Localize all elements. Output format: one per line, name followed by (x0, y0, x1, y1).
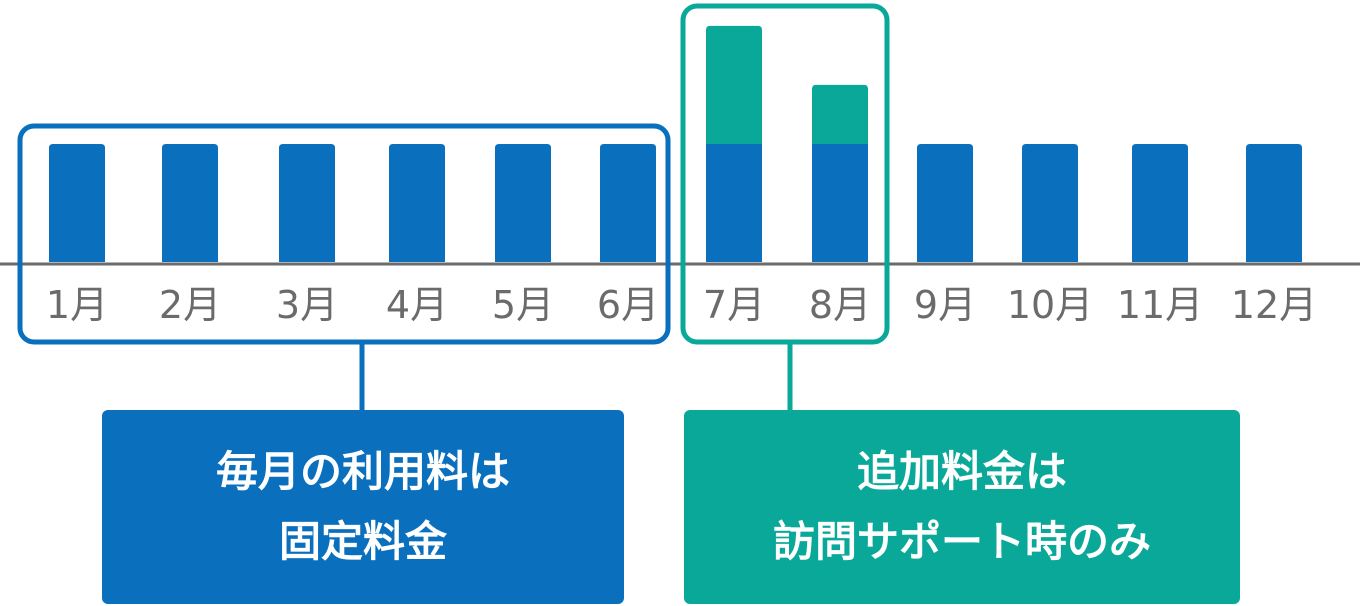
x-tick-label-6: 6月 (597, 283, 659, 327)
bar-extra-8 (812, 84, 868, 144)
connector-lines (359, 342, 793, 410)
bars (49, 25, 1302, 262)
x-tick-label-9: 9月 (914, 283, 976, 327)
bar-base-11 (1132, 143, 1188, 262)
bar-base-7 (706, 143, 762, 262)
x-tick-label-1: 1月 (46, 283, 108, 327)
bar-extra-7 (706, 25, 762, 144)
x-tick-label-12: 12月 (1231, 283, 1317, 327)
x-tick-label-2: 2月 (159, 283, 221, 327)
x-tick-label-3: 3月 (276, 283, 338, 327)
bar-base-3 (279, 143, 335, 262)
bar-base-1 (49, 143, 105, 262)
bar-base-5 (495, 143, 551, 262)
extra-fee-callout-line-2: 訪問サポート時のみ (772, 517, 1151, 566)
bar-base-8 (812, 143, 868, 262)
fixed-fee-callout: 毎月の利用料は 固定料金 (102, 410, 624, 604)
bar-base-6 (600, 143, 656, 262)
bar-base-9 (917, 143, 973, 262)
bar-base-10 (1022, 143, 1078, 262)
bar-base-12 (1246, 143, 1302, 262)
fixed-fee-group-box (17, 123, 671, 345)
x-tick-labels: 1月 2月 3月 4月 5月 6月 7月 8月 9月 10月 11月 12月 (46, 283, 1317, 327)
x-tick-label-7: 7月 (703, 283, 765, 327)
x-tick-label-4: 4月 (386, 283, 448, 327)
bar-base-4 (389, 143, 445, 262)
fixed-fee-callout-line-2: 固定料金 (278, 517, 447, 566)
x-tick-label-11: 11月 (1117, 283, 1203, 327)
x-tick-label-8: 8月 (809, 283, 871, 327)
bar-base-2 (162, 143, 218, 262)
extra-fee-callout-line-1: 追加料金は (856, 447, 1067, 496)
fixed-fee-callout-line-1: 毎月の利用料は (215, 447, 510, 496)
extra-fee-group-box (680, 3, 890, 345)
extra-fee-callout: 追加料金は 訪問サポート時のみ (684, 410, 1240, 604)
highlight-groups (17, 3, 890, 345)
x-tick-label-10: 10月 (1007, 283, 1093, 327)
x-tick-label-5: 5月 (492, 283, 554, 327)
